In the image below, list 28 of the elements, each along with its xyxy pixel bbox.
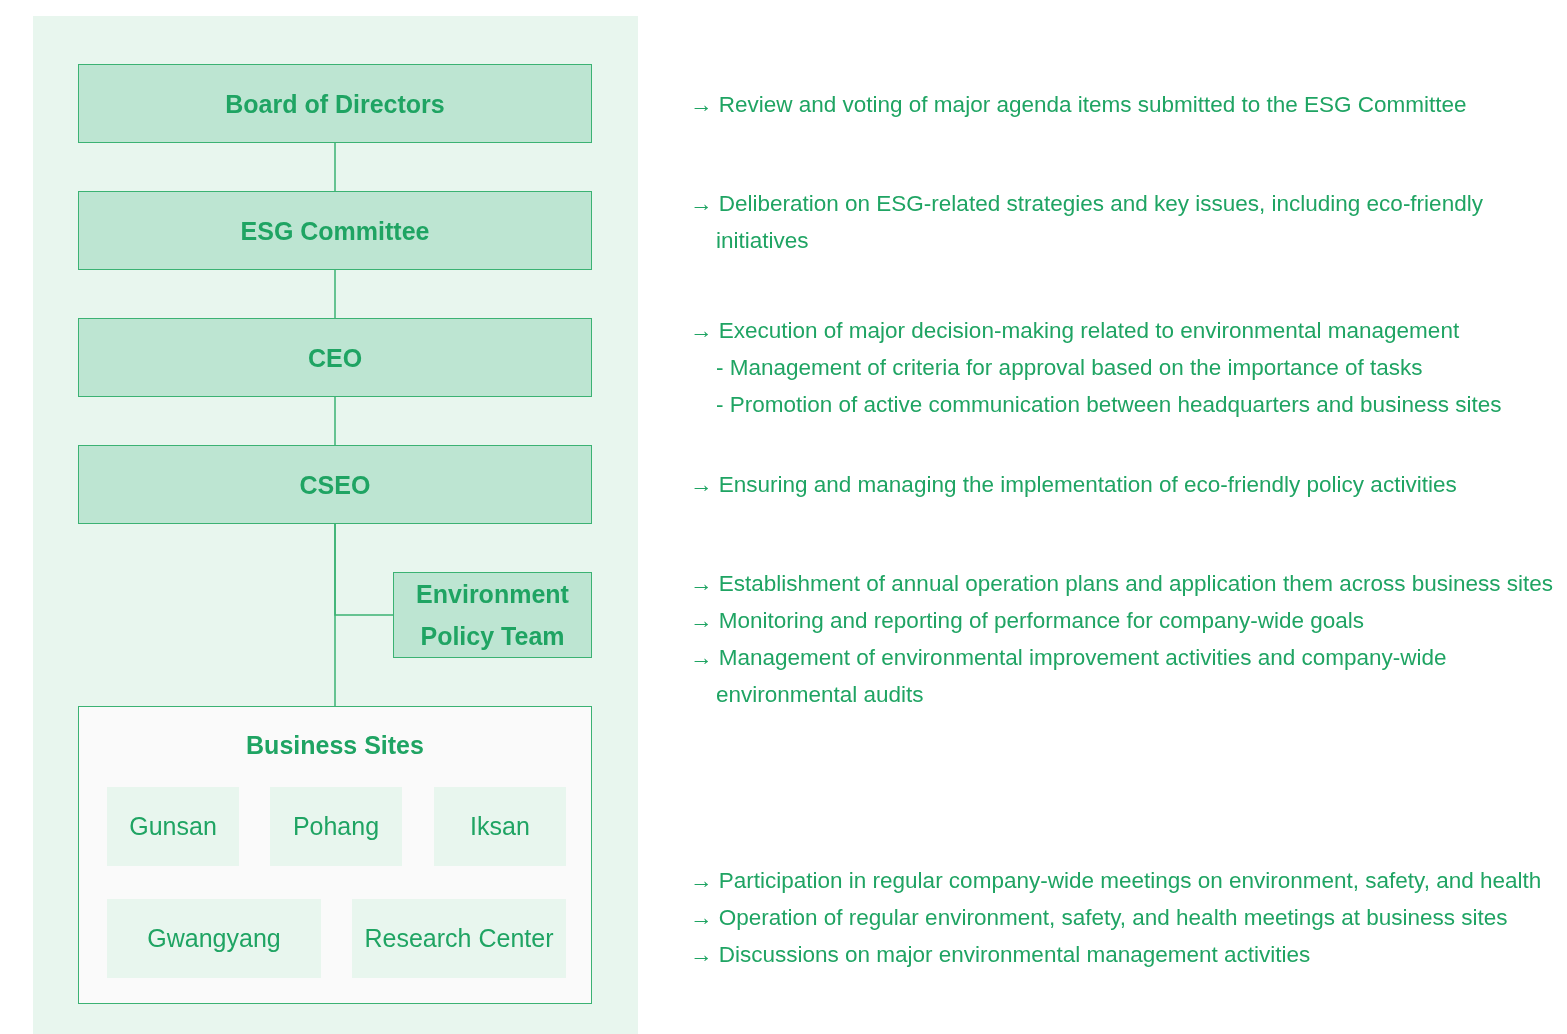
description-text: → Participation in regular company-wide meetings on environment, safety, and health xyxy=(690,867,1543,895)
group-box xyxy=(78,706,592,1004)
description-text: - Management of criteria for approval based on the importance of tasks xyxy=(715,354,1424,382)
description-text: → Operation of regular environment, safety, and health meetings at business sites xyxy=(690,904,1509,932)
org-box: Board of Directors xyxy=(78,64,592,143)
description-text: → Ensuring and managing the implementation of eco-friendly policy activities xyxy=(690,471,1458,499)
connector-line xyxy=(334,269,336,319)
description-text: → Execution of major decision-making related to environmental management xyxy=(690,317,1461,345)
connector-line xyxy=(334,523,336,707)
description-text: → Review and voting of major agenda items submitted to the ESG Committee xyxy=(690,91,1468,119)
org-box: CEO xyxy=(78,318,592,397)
description-text: - Promotion of active communication between headquarters and business sites xyxy=(715,391,1503,419)
site-box: Pohang xyxy=(270,787,402,866)
site-box: Gwangyang xyxy=(107,899,321,978)
site-box: Research Center xyxy=(352,899,566,978)
description-text: → Deliberation on ESG-related strategies and key issues, including eco-friendly initiatives xyxy=(690,190,1484,255)
description-text: → Management of environmental improvement activities and company-wide environmental audits xyxy=(690,644,1448,709)
connector-line xyxy=(334,142,336,192)
connector-line xyxy=(334,396,336,446)
site-box: Gunsan xyxy=(107,787,239,866)
description-text: → Establishment of annual operation plans and application them across business sites xyxy=(690,570,1554,598)
description-text: → Monitoring and reporting of performance for company-wide goals xyxy=(690,607,1366,635)
site-box: Iksan xyxy=(434,787,566,866)
group-title: Business Sites xyxy=(246,731,424,760)
org-box: ESG Committee xyxy=(78,191,592,270)
org-box: CSEO xyxy=(78,445,592,524)
description-text: → Discussions on major environmental management activities xyxy=(690,941,1312,969)
org-box: Environment Policy Team xyxy=(393,572,592,658)
